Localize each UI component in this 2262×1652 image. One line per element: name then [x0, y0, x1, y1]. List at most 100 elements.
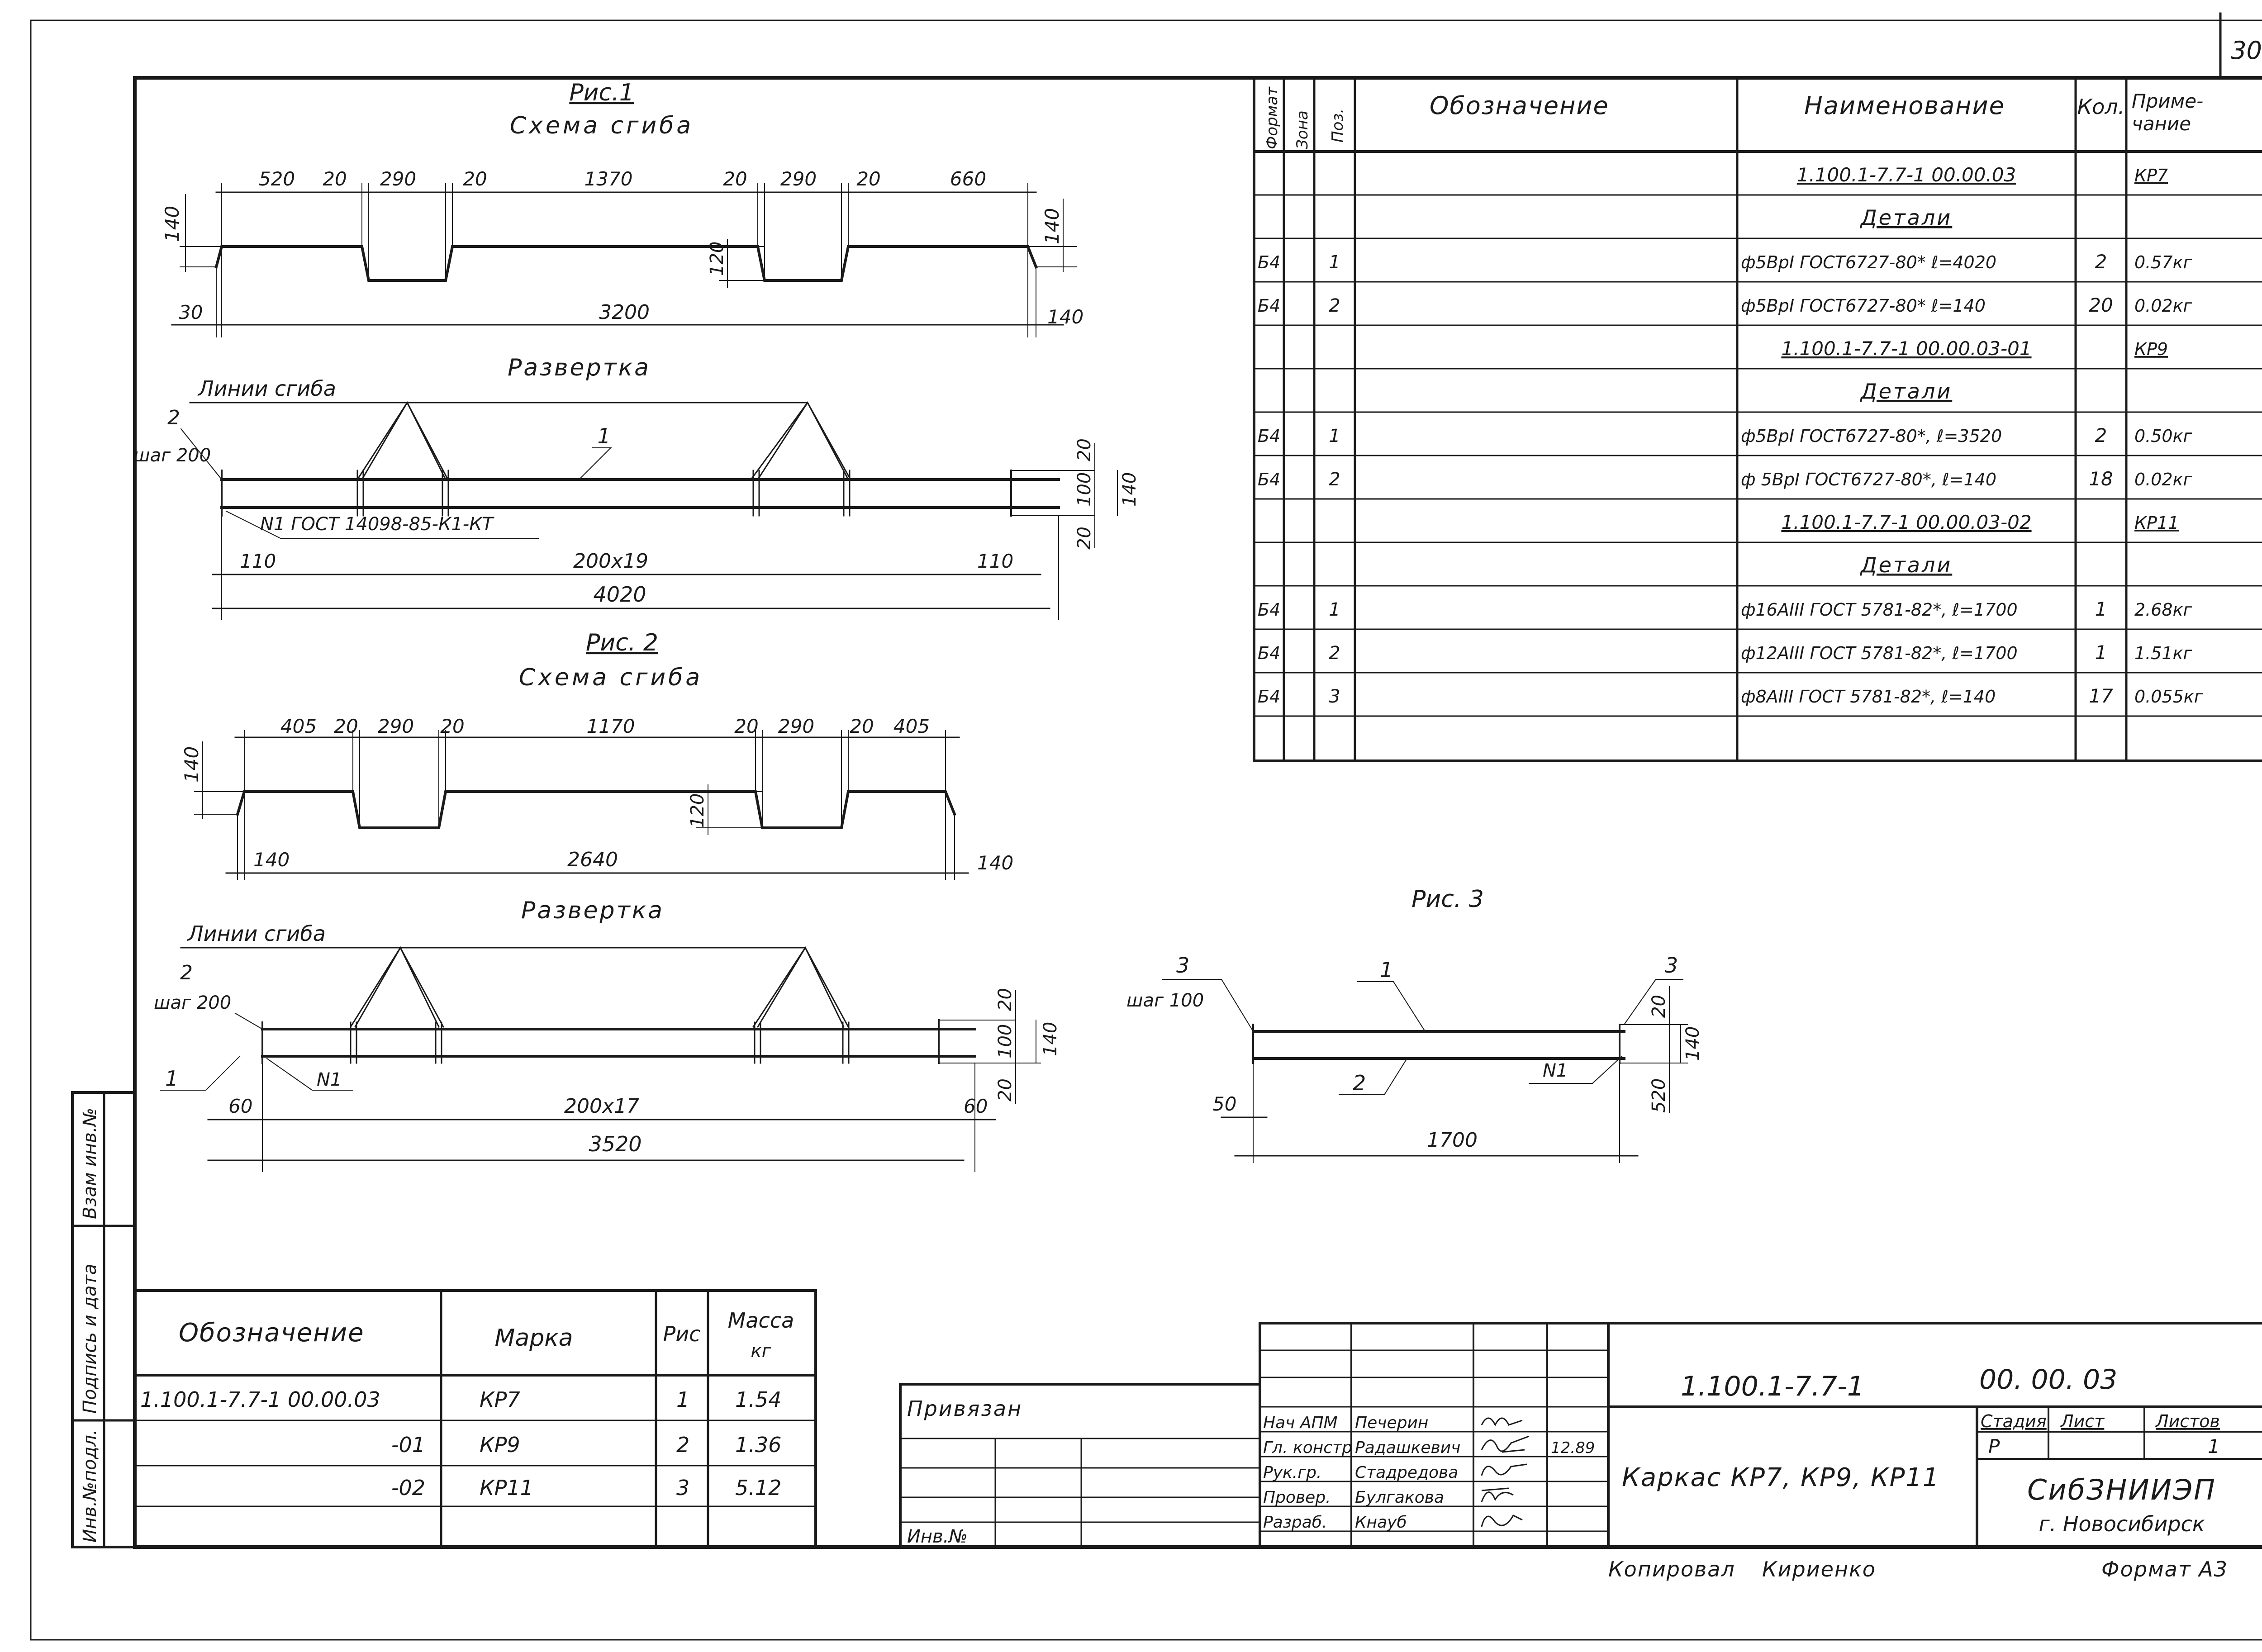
fig2-pos1-leader: [160, 1055, 241, 1091]
fig3-step: шаг 100: [1126, 990, 1204, 1011]
spec-row-pos: 1: [1329, 599, 1340, 620]
fig2-dim-20c: 20: [734, 715, 758, 737]
mass-row-3-mass: 5.12: [735, 1476, 781, 1500]
staff-3-name: Стадредова: [1355, 1463, 1458, 1482]
spec-row-format: Б4: [1258, 600, 1280, 620]
spec-header-name: Наименование: [1804, 91, 2005, 120]
fig3-dim-140: 140: [1682, 1026, 1703, 1061]
fig1-step: шаг 200: [133, 445, 211, 466]
mass-row-2-fig: 2: [676, 1433, 689, 1457]
fig3-pos1-leader: [1357, 981, 1426, 1032]
fig1-dim-spacing: 200х19: [573, 550, 648, 573]
mass-table-column-lines: [440, 1289, 709, 1548]
spec-row-name: ф16АIII ГОСТ 5781-82*, ℓ=1700: [1741, 600, 2018, 620]
mass-table-rows: 1.100.1-7.7-1 00.00.03 КР7 1 1.54 -01 КР…: [140, 1387, 781, 1500]
spec-row-pos: 1: [1329, 426, 1340, 446]
fig1-dim-20-top: 20: [1074, 438, 1095, 461]
signature-3: [1481, 1463, 1527, 1476]
spec-row-note: 0.055кг: [2134, 687, 2204, 707]
spec-row-name: ф5ВрI ГОСТ6727-80* ℓ=4020: [1741, 252, 1996, 272]
mass-row-2-mark: КР9: [480, 1433, 520, 1457]
fig3-pos3-right: 3: [1665, 953, 1678, 978]
outer-trim-border: [30, 19, 2262, 1641]
side-stamp-inv-orig: Инв.№подл.: [80, 1429, 100, 1543]
side-stamp: Инв.№подл. Подпись и дата Взам инв.№: [71, 1091, 136, 1548]
title-name: Каркас КР7, КР9, КР11: [1622, 1463, 1940, 1492]
side-stamp-sign-date: Подпись и дата: [80, 1264, 100, 1414]
fig1-dim-20d: 20: [856, 168, 880, 190]
spec-row-note: 1.51кг: [2134, 643, 2193, 663]
title-block: Нач АПМ Печерин Гл. констр Радашкевич Ру…: [1259, 1322, 2262, 1548]
fig1-dim-110-left: 110: [240, 550, 276, 572]
spec-row-qty: 18: [2089, 468, 2113, 490]
title-city: г. Новосибирск: [2039, 1512, 2205, 1536]
fig3-dim-1700: 1700: [1427, 1129, 1478, 1152]
footer-format: Формат А3: [2101, 1557, 2228, 1581]
spec-row-qty: 20: [2089, 294, 2113, 316]
spec-header-note: Приме- чание: [2132, 90, 2210, 135]
fig2-pos1: 1: [165, 1066, 178, 1091]
staff-4-name: Булгакова: [1355, 1488, 1444, 1507]
side-stamp-replace-inv: Взам инв.№: [80, 1108, 100, 1219]
staff-5-role: Разраб.: [1263, 1513, 1327, 1532]
footer-copier: Кириенко: [1762, 1557, 1876, 1581]
spec-table-row-lines: [1253, 194, 2262, 717]
mass-header-designation: Обозначение: [179, 1318, 365, 1348]
spec-row-note: КР7: [2134, 166, 2168, 185]
specification-table: Формат Зона Поз. Обозначение Наименовани…: [1253, 76, 2262, 762]
fig1-weld-label: N1 ГОСТ 14098-85-К1-КТ: [260, 514, 495, 535]
fig1-bend-lines-label: Линии сгиба: [197, 376, 336, 401]
staff-5-name: Кнауб: [1355, 1513, 1407, 1532]
fig1-dim-110-right: 110: [977, 550, 1013, 572]
fig1-pos1-leader: [578, 447, 612, 480]
mass-row-2-designation: -01: [391, 1433, 425, 1457]
fig1-right-height: 140: [1041, 208, 1063, 244]
spec-row-format: Б4: [1258, 296, 1280, 316]
fig3-pos2: 2: [1353, 1071, 1366, 1095]
fig2-step: шаг 200: [154, 992, 231, 1013]
spec-table-column-lines: [1283, 76, 2128, 762]
fig2-dim-140-dev: 140: [1040, 1022, 1061, 1056]
spec-header-note-line1: Приме-: [2132, 90, 2203, 112]
fig1-dim-520: 520: [259, 168, 295, 190]
fig1-dim-20-bottom: 20: [1074, 527, 1095, 550]
fig2-dim-spacing: 200х17: [564, 1095, 639, 1118]
spec-row-qty: 2: [2095, 251, 2107, 273]
title-stage-label: Стадия: [1981, 1411, 2047, 1431]
spec-row-format: Б4: [1258, 687, 1280, 707]
mass-header-mass: Масса: [728, 1308, 794, 1333]
spec-row-pos: 2: [1329, 643, 1340, 664]
binding-inv-label: Инв.№: [907, 1526, 968, 1547]
spec-row-doc-code: 1.100.1-7.7-1 00.00.03-02: [1781, 511, 2031, 533]
fig2-dim-20-top: 20: [995, 988, 1016, 1011]
fig3-dim-520: 520: [1649, 1078, 1669, 1113]
mass-header-fig: Рис: [663, 1322, 701, 1346]
fig2-dim-20b: 20: [440, 715, 464, 737]
mass-table: Обозначение Марка Рис Масса кг 1.100.1-7…: [133, 1289, 817, 1548]
fig1-dim-290b: 290: [780, 168, 817, 190]
spec-row-qty: 17: [2089, 685, 2113, 707]
title-stage: Р: [1988, 1435, 2000, 1457]
fig1-dim-100: 100: [1074, 472, 1095, 507]
spec-row-note: 0.50кг: [2134, 426, 2193, 446]
fig2-dim-1170: 1170: [587, 715, 635, 737]
fig2-dim-405b: 405: [893, 715, 930, 737]
fig1-dim-290a: 290: [380, 168, 416, 190]
mass-row-3-mark: КР11: [480, 1476, 533, 1500]
spec-row-section-title: Детали: [1860, 553, 1953, 577]
fig2-bend-profile: [236, 790, 956, 829]
fig1-dim-20c: 20: [723, 168, 747, 190]
fig2-dim-290a: 290: [378, 715, 414, 737]
spec-row-format: Б4: [1258, 470, 1280, 489]
figure-3: Рис. 3 3 шаг 100 1 3 2 N1 50 1700 20 140…: [1126, 886, 1703, 1163]
spec-row-name: ф 5ВрI ГОСТ6727-80*, ℓ=140: [1741, 470, 1996, 489]
title-doc-code: 1.100.1-7.7-1: [1681, 1371, 1864, 1402]
fig1-dim-30: 30: [179, 301, 203, 323]
fig1-dim-3200: 3200: [599, 301, 650, 324]
fig2-pos2: 2: [180, 961, 193, 984]
spec-header-qty: Кол.: [2077, 95, 2125, 119]
mass-table-row-lines: [134, 1419, 817, 1507]
fig3-weld-label: N1: [1543, 1060, 1568, 1081]
binding-block: Привязан Инв.№: [899, 1383, 1261, 1548]
